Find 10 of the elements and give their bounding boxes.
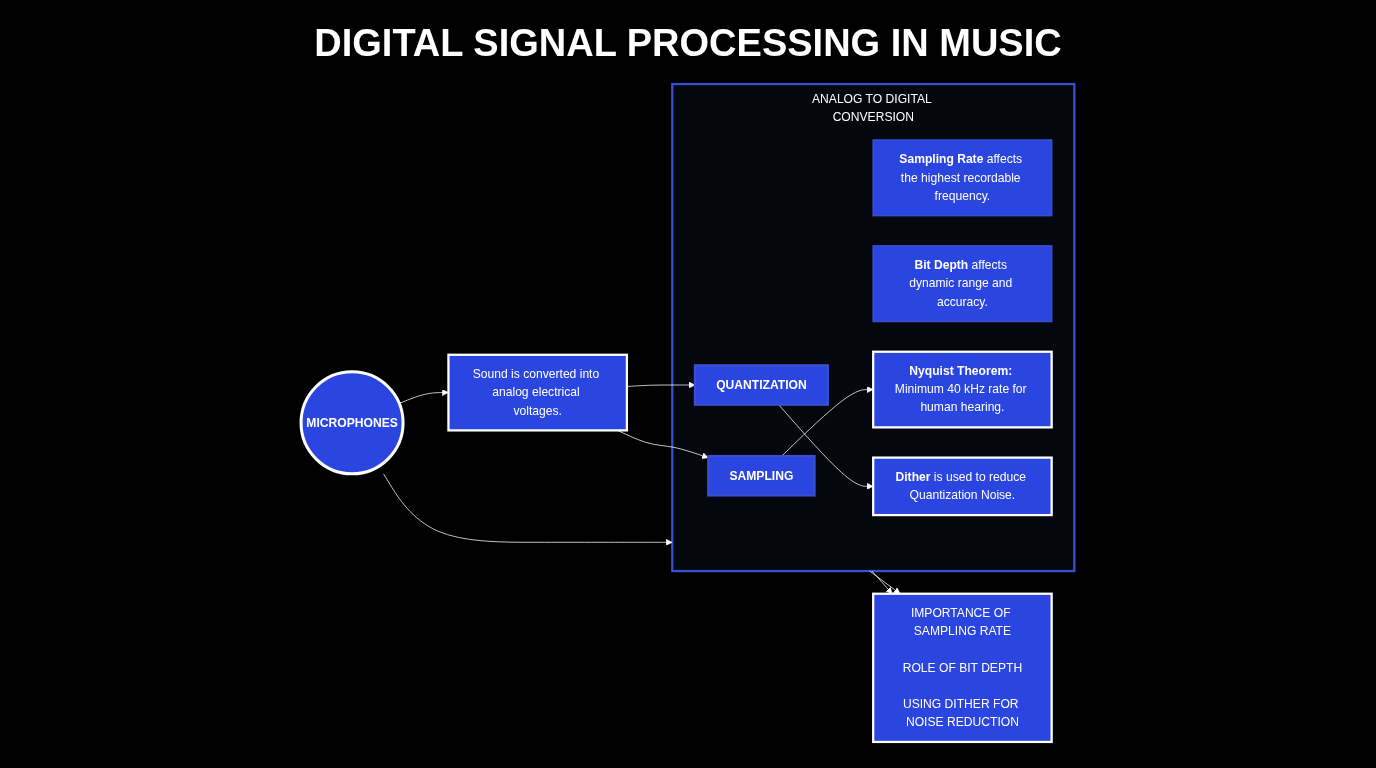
node-box: Sound is converted into analog electrical voltages.: [447, 353, 629, 432]
node-box: Sampling Rate affects the highest recordable frequency.: [872, 139, 1053, 217]
node-box: IMPORTANCE OF SAMPLING RATE ROLE OF BIT DEPTH USING DITHER FOR NOISE REDUCTION: [872, 592, 1054, 744]
node-circle: MICROPHONES: [299, 370, 405, 476]
node-box: Bit Depth affects dynamic range and accuracy.: [872, 245, 1053, 323]
node-box: SAMPLING: [707, 454, 816, 497]
node-box: QUANTIZATION: [694, 364, 830, 406]
diagram-title: DIGITAL SIGNAL PROCESSING IN MUSIC: [313, 22, 1063, 65]
node-box: Nyquist Theorem: Minimum 40 kHz rate for human hearing.: [872, 350, 1054, 429]
node-box: Dither is used to reduce Quantization Noise.: [872, 456, 1054, 517]
